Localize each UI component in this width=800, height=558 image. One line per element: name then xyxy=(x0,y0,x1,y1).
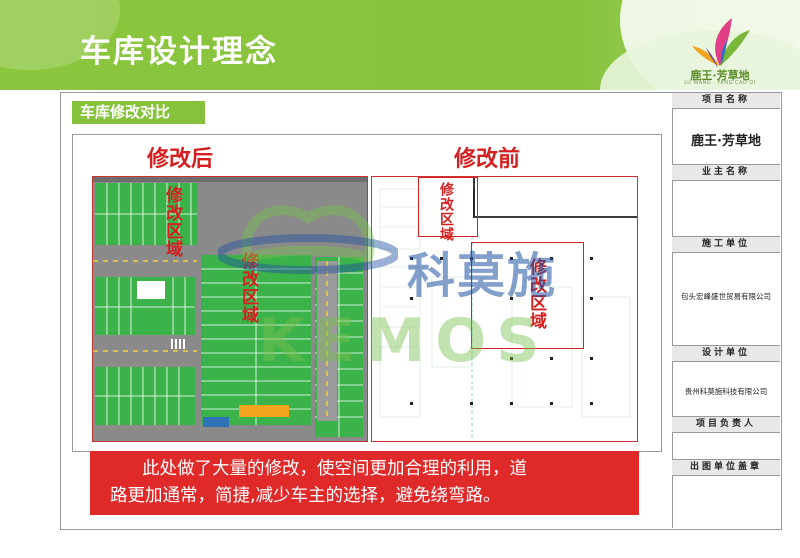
section-tag: 车库修改对比 xyxy=(72,101,205,124)
manager-label: 项目负责人 xyxy=(672,416,780,433)
logo-text: 鹿王·芳草地 xyxy=(690,69,750,82)
project-name-value: 鹿王·芳草地 xyxy=(691,134,761,149)
header-banner xyxy=(0,0,800,90)
watermark-cn-text: 科莫施 xyxy=(407,248,558,304)
design-label: 设计单位 xyxy=(672,345,780,362)
watermark-leaf-icon xyxy=(218,205,398,274)
before-zone-outline-2 xyxy=(471,242,584,349)
owner-label: 业主名称 xyxy=(672,164,780,181)
after-plan-title: 修改后 xyxy=(147,147,214,172)
watermark-en-text: KEMOS xyxy=(258,306,550,376)
main-area xyxy=(60,92,673,528)
construction-label: 施工单位 xyxy=(672,236,780,253)
design-note: 此处做了大量的修改，使空间更加合理的利用，道 路更加通常，简捷,减少车主的选择，… xyxy=(90,451,639,515)
title-block-panel: 项目名称 鹿王·芳草地 业主名称 施工单位 包头宏峰盛世贸易有限公司 设计单位 … xyxy=(672,92,780,528)
note-line-1: 此处做了大量的修改，使空间更加合理的利用，道 xyxy=(142,459,527,479)
before-zone-outline-1 xyxy=(418,177,478,237)
after-zone-label-2: 修改区域 xyxy=(238,252,258,324)
construction-value: 包头宏峰盛世贸易有限公司 xyxy=(681,292,771,301)
logo-subtext: LU WANG · FANG CAO DI xyxy=(684,80,756,86)
after-zone-label-1: 修改区域 xyxy=(162,186,182,258)
note-line-2: 路更加通常，简捷,减少车主的选择，避免绕弯路。 xyxy=(110,486,501,506)
before-zone-label-1: 修改区域 xyxy=(438,182,454,242)
after-plan-drawing xyxy=(92,176,368,442)
project-name-label: 项目名称 xyxy=(672,92,780,109)
page-title: 车库设计理念 xyxy=(80,34,278,70)
brand-logo-icon xyxy=(692,18,750,68)
design-value: 贵州科莫施科技有限公司 xyxy=(684,387,768,396)
before-zone-label-2: 修改区域 xyxy=(526,258,546,330)
before-plan-drawing xyxy=(371,176,638,442)
stamp-label: 出图单位盖章 xyxy=(672,459,780,476)
before-plan-title: 修改前 xyxy=(454,147,521,172)
